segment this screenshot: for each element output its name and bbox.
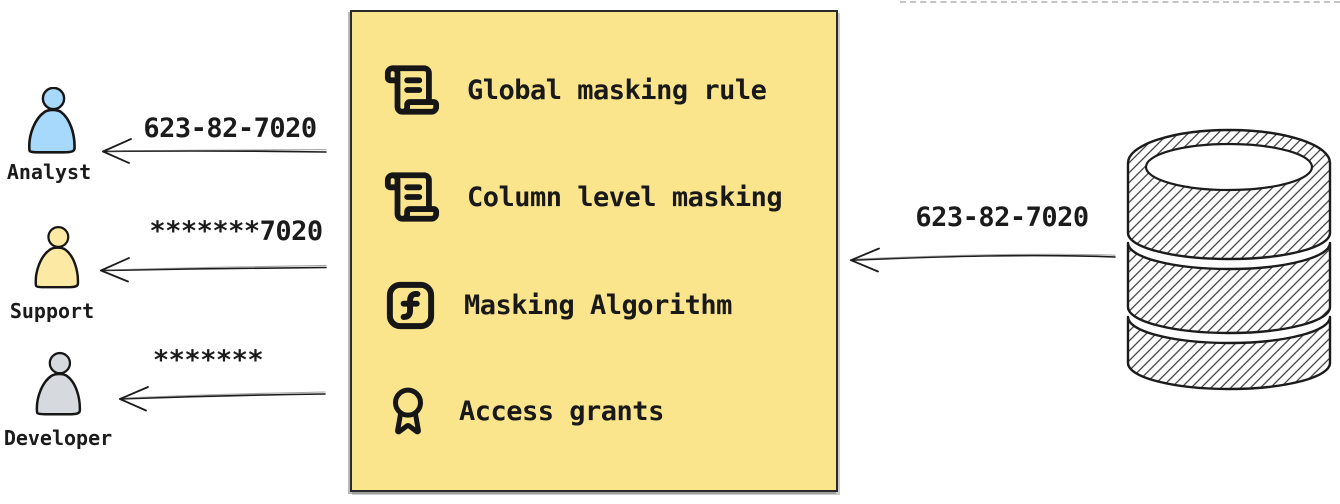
policy-item-row: Global masking rule <box>383 61 767 119</box>
scroll-text-icon <box>383 168 441 226</box>
function-square-icon <box>383 278 438 333</box>
policy-item-label: Access grants <box>459 395 664 427</box>
arrow-to-developer <box>119 386 326 412</box>
policy-item-row: Access grants <box>383 378 664 444</box>
top-dashed-line <box>900 1 1340 3</box>
policy-item-row: Column level masking <box>383 168 783 226</box>
database-value-label: 623-82-7020 <box>915 202 1089 233</box>
arrow-to-support <box>100 257 327 283</box>
masked-value-label: *******7020 <box>149 216 323 247</box>
masked-value-label: ******* <box>152 345 264 376</box>
person-icon <box>35 351 82 416</box>
masking-policy-box: Global masking rule Column level masking… <box>350 10 838 492</box>
database-icon <box>1126 128 1332 391</box>
consumer-role-label: Support <box>9 299 95 323</box>
scroll-text-icon <box>383 61 441 119</box>
consumer-role-label: Analyst <box>6 160 92 184</box>
person-icon <box>28 87 76 154</box>
person-icon <box>34 225 80 289</box>
consumer-role-label: Developer <box>3 426 113 450</box>
award-icon <box>383 378 433 444</box>
policy-item-label: Column level masking <box>467 181 783 213</box>
policy-item-row: Masking Algorithm <box>383 278 732 333</box>
masked-value-label: 623-82-7020 <box>143 113 317 144</box>
policy-item-label: Global masking rule <box>467 74 767 106</box>
policy-item-label: Masking Algorithm <box>464 290 732 321</box>
arrow-database-to-box <box>850 247 1116 273</box>
